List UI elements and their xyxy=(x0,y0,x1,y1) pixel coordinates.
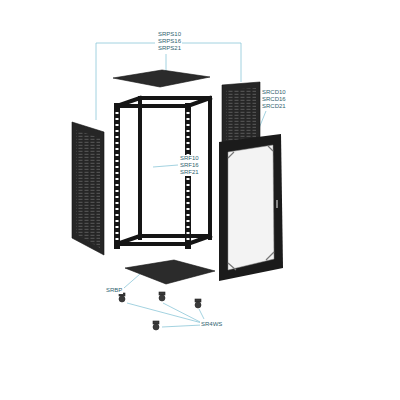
frame-holes xyxy=(116,112,190,240)
rack-frame xyxy=(117,98,210,246)
part-number: SRBP xyxy=(105,287,123,294)
front-door xyxy=(219,134,283,281)
bottom-panel xyxy=(125,260,215,284)
part-number: SRF10 xyxy=(179,155,200,162)
part-number: SRCD10 xyxy=(261,89,287,96)
casters xyxy=(119,292,201,330)
part-number: SRPS10 xyxy=(157,31,182,38)
part-number: SRPS21 xyxy=(157,45,182,52)
top-panel xyxy=(113,70,210,87)
part-number: SRCD16 xyxy=(261,96,287,103)
part-number: SRPS16 xyxy=(157,38,182,45)
part-number: SRF21 xyxy=(179,169,200,176)
part-number: SRCD21 xyxy=(261,103,287,110)
part-number: SRF16 xyxy=(179,162,200,169)
part-number: SR4WS xyxy=(200,321,223,328)
left-side-panel xyxy=(72,122,104,255)
